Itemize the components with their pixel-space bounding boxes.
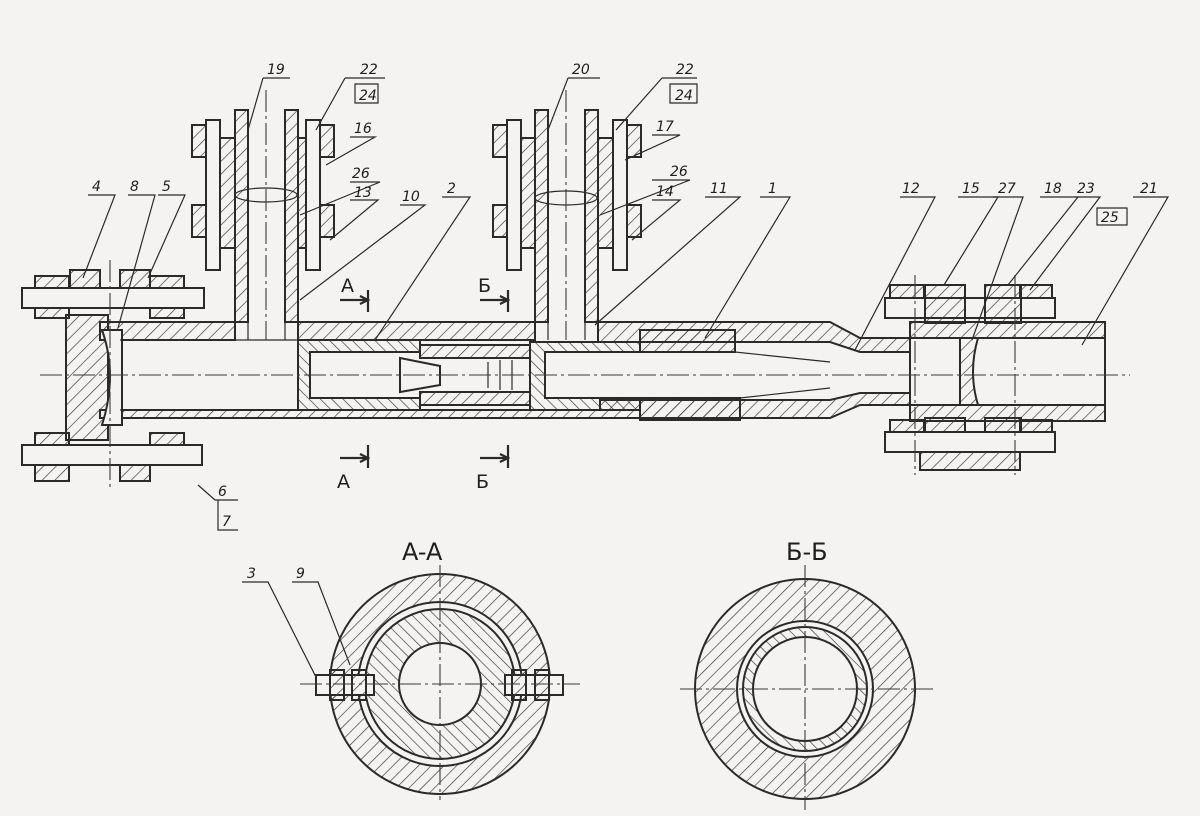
callout-23: 23 (1077, 181, 1095, 197)
callout-6: 6 (218, 484, 227, 500)
left-lower-nut-a (34, 432, 70, 446)
callout-18: 18 (1044, 181, 1062, 197)
left-upper-nut-d (149, 275, 185, 289)
callout-24-right: 24 (675, 88, 693, 104)
right-lower-washers (919, 451, 1021, 471)
aa-nut-right-a (511, 669, 527, 701)
branch-pipe-right-r (584, 109, 599, 323)
callout-21: 21 (1140, 181, 1158, 197)
section-b-bottom-label: Б (476, 471, 489, 493)
right-lower-nut-a (889, 419, 925, 433)
section-b-bottom-arrow (480, 445, 511, 468)
callout-15: 15 (962, 181, 980, 197)
main-section-view (21, 90, 1130, 490)
callout-25: 25 (1101, 210, 1119, 226)
callout-1: 1 (768, 181, 777, 197)
callout-19: 19 (267, 62, 285, 78)
right-coupling-body (909, 321, 1106, 339)
right-lower-nut-b (924, 417, 966, 433)
section-b-top-arrow (480, 290, 511, 312)
section-marker-letters: A A Б Б (337, 275, 491, 493)
callout-26-right: 26 (670, 164, 688, 180)
left-branch-nut-l2 (191, 204, 207, 238)
callout-20: 20 (572, 62, 590, 78)
left-upper-nut-b (69, 269, 101, 289)
branch-pipe-left (234, 109, 249, 323)
left-branch-nut-r1 (319, 124, 335, 158)
callout-17: 17 (656, 119, 674, 135)
callout-16: 16 (354, 121, 372, 137)
callout-22-left: 22 (360, 62, 378, 78)
right-branch-nut-l1 (492, 124, 508, 158)
callout-7: 7 (222, 514, 231, 530)
right-upper-nut-c (984, 284, 1022, 324)
callout-13: 13 (354, 185, 372, 201)
left-upper-bolt (21, 287, 205, 309)
callout-3: 3 (247, 566, 256, 582)
right-lower-bolt (884, 431, 1056, 453)
right-branch-bolt-l (506, 119, 522, 271)
right-lower-nut-d (1019, 419, 1053, 433)
callout-8: 8 (130, 179, 139, 195)
section-a-bottom-label: A (337, 471, 350, 493)
section-a-bottom-arrow (340, 445, 371, 468)
left-upper-washer-lo-a (34, 307, 70, 319)
callout-26-left: 26 (352, 166, 370, 182)
branch-pipe-right-inner (547, 110, 586, 340)
left-upper-nut-a (34, 275, 70, 289)
right-lower-nut-c (984, 417, 1022, 433)
callout-12: 12 (902, 181, 920, 197)
left-lower-nut-b (149, 432, 185, 446)
branch-pipe-left-inner (247, 110, 286, 340)
aa-nut-left-b (351, 669, 367, 701)
right-upper-bolt (884, 297, 1056, 319)
right-branch-nut-l2 (492, 204, 508, 238)
collet-segments (419, 344, 531, 406)
left-upper-nut-c (119, 269, 151, 289)
callout-24-left: 24 (359, 88, 377, 104)
taper-bore (734, 351, 831, 399)
callout-9: 9 (296, 566, 305, 582)
callout-27: 27 (998, 181, 1016, 197)
callout-10: 10 (402, 189, 420, 205)
left-lower-nut-c (34, 464, 70, 482)
aa-nut-left-a (329, 669, 345, 701)
body-top-wall-mid (297, 321, 536, 341)
callout-2: 2 (447, 181, 456, 197)
left-branch-bolt-r (305, 119, 321, 271)
right-branch-bolt-r (612, 119, 628, 271)
right-branch-nut-r2 (626, 204, 642, 238)
section-aa-title: A-A (402, 538, 443, 566)
right-upper-nut-b (924, 284, 966, 324)
callout-labels: 19 22 24 16 26 13 10 2 4 8 5 6 7 20 22 2… (92, 62, 1158, 582)
left-branch-nut-l1 (191, 124, 207, 158)
right-upper-nut-d (1019, 284, 1053, 299)
left-branch-bolt-l (205, 119, 221, 271)
callout-11: 11 (710, 181, 728, 197)
section-a-top-label: A (341, 275, 354, 297)
callout-5: 5 (162, 179, 171, 195)
left-end-cap-bore (100, 329, 123, 426)
left-lower-bolt (21, 444, 203, 466)
left-lower-nut-d (119, 464, 151, 482)
inner-bore-lines (120, 339, 640, 411)
left-end-cap (65, 314, 109, 441)
section-b-top-label: Б (478, 275, 491, 297)
callout-22-right: 22 (676, 62, 694, 78)
right-branch-nut-r1 (626, 124, 642, 158)
aa-nut-right-b (534, 669, 550, 701)
callout-14: 14 (656, 184, 674, 200)
section-view-aa: A-A (300, 538, 580, 800)
branch-pipe-right (534, 109, 549, 323)
section-view-bb: Б-Б (680, 538, 935, 810)
left-branch-nut-r2 (319, 204, 335, 238)
left-upper-washer-lo-b (149, 307, 185, 319)
section-bb-title: Б-Б (786, 538, 828, 566)
section-a-top-arrow (340, 290, 371, 312)
branch-pipe-left-r (284, 109, 299, 323)
right-coupling-bore (909, 337, 1106, 406)
right-upper-nut-a (889, 284, 925, 299)
callout-4: 4 (92, 179, 101, 195)
